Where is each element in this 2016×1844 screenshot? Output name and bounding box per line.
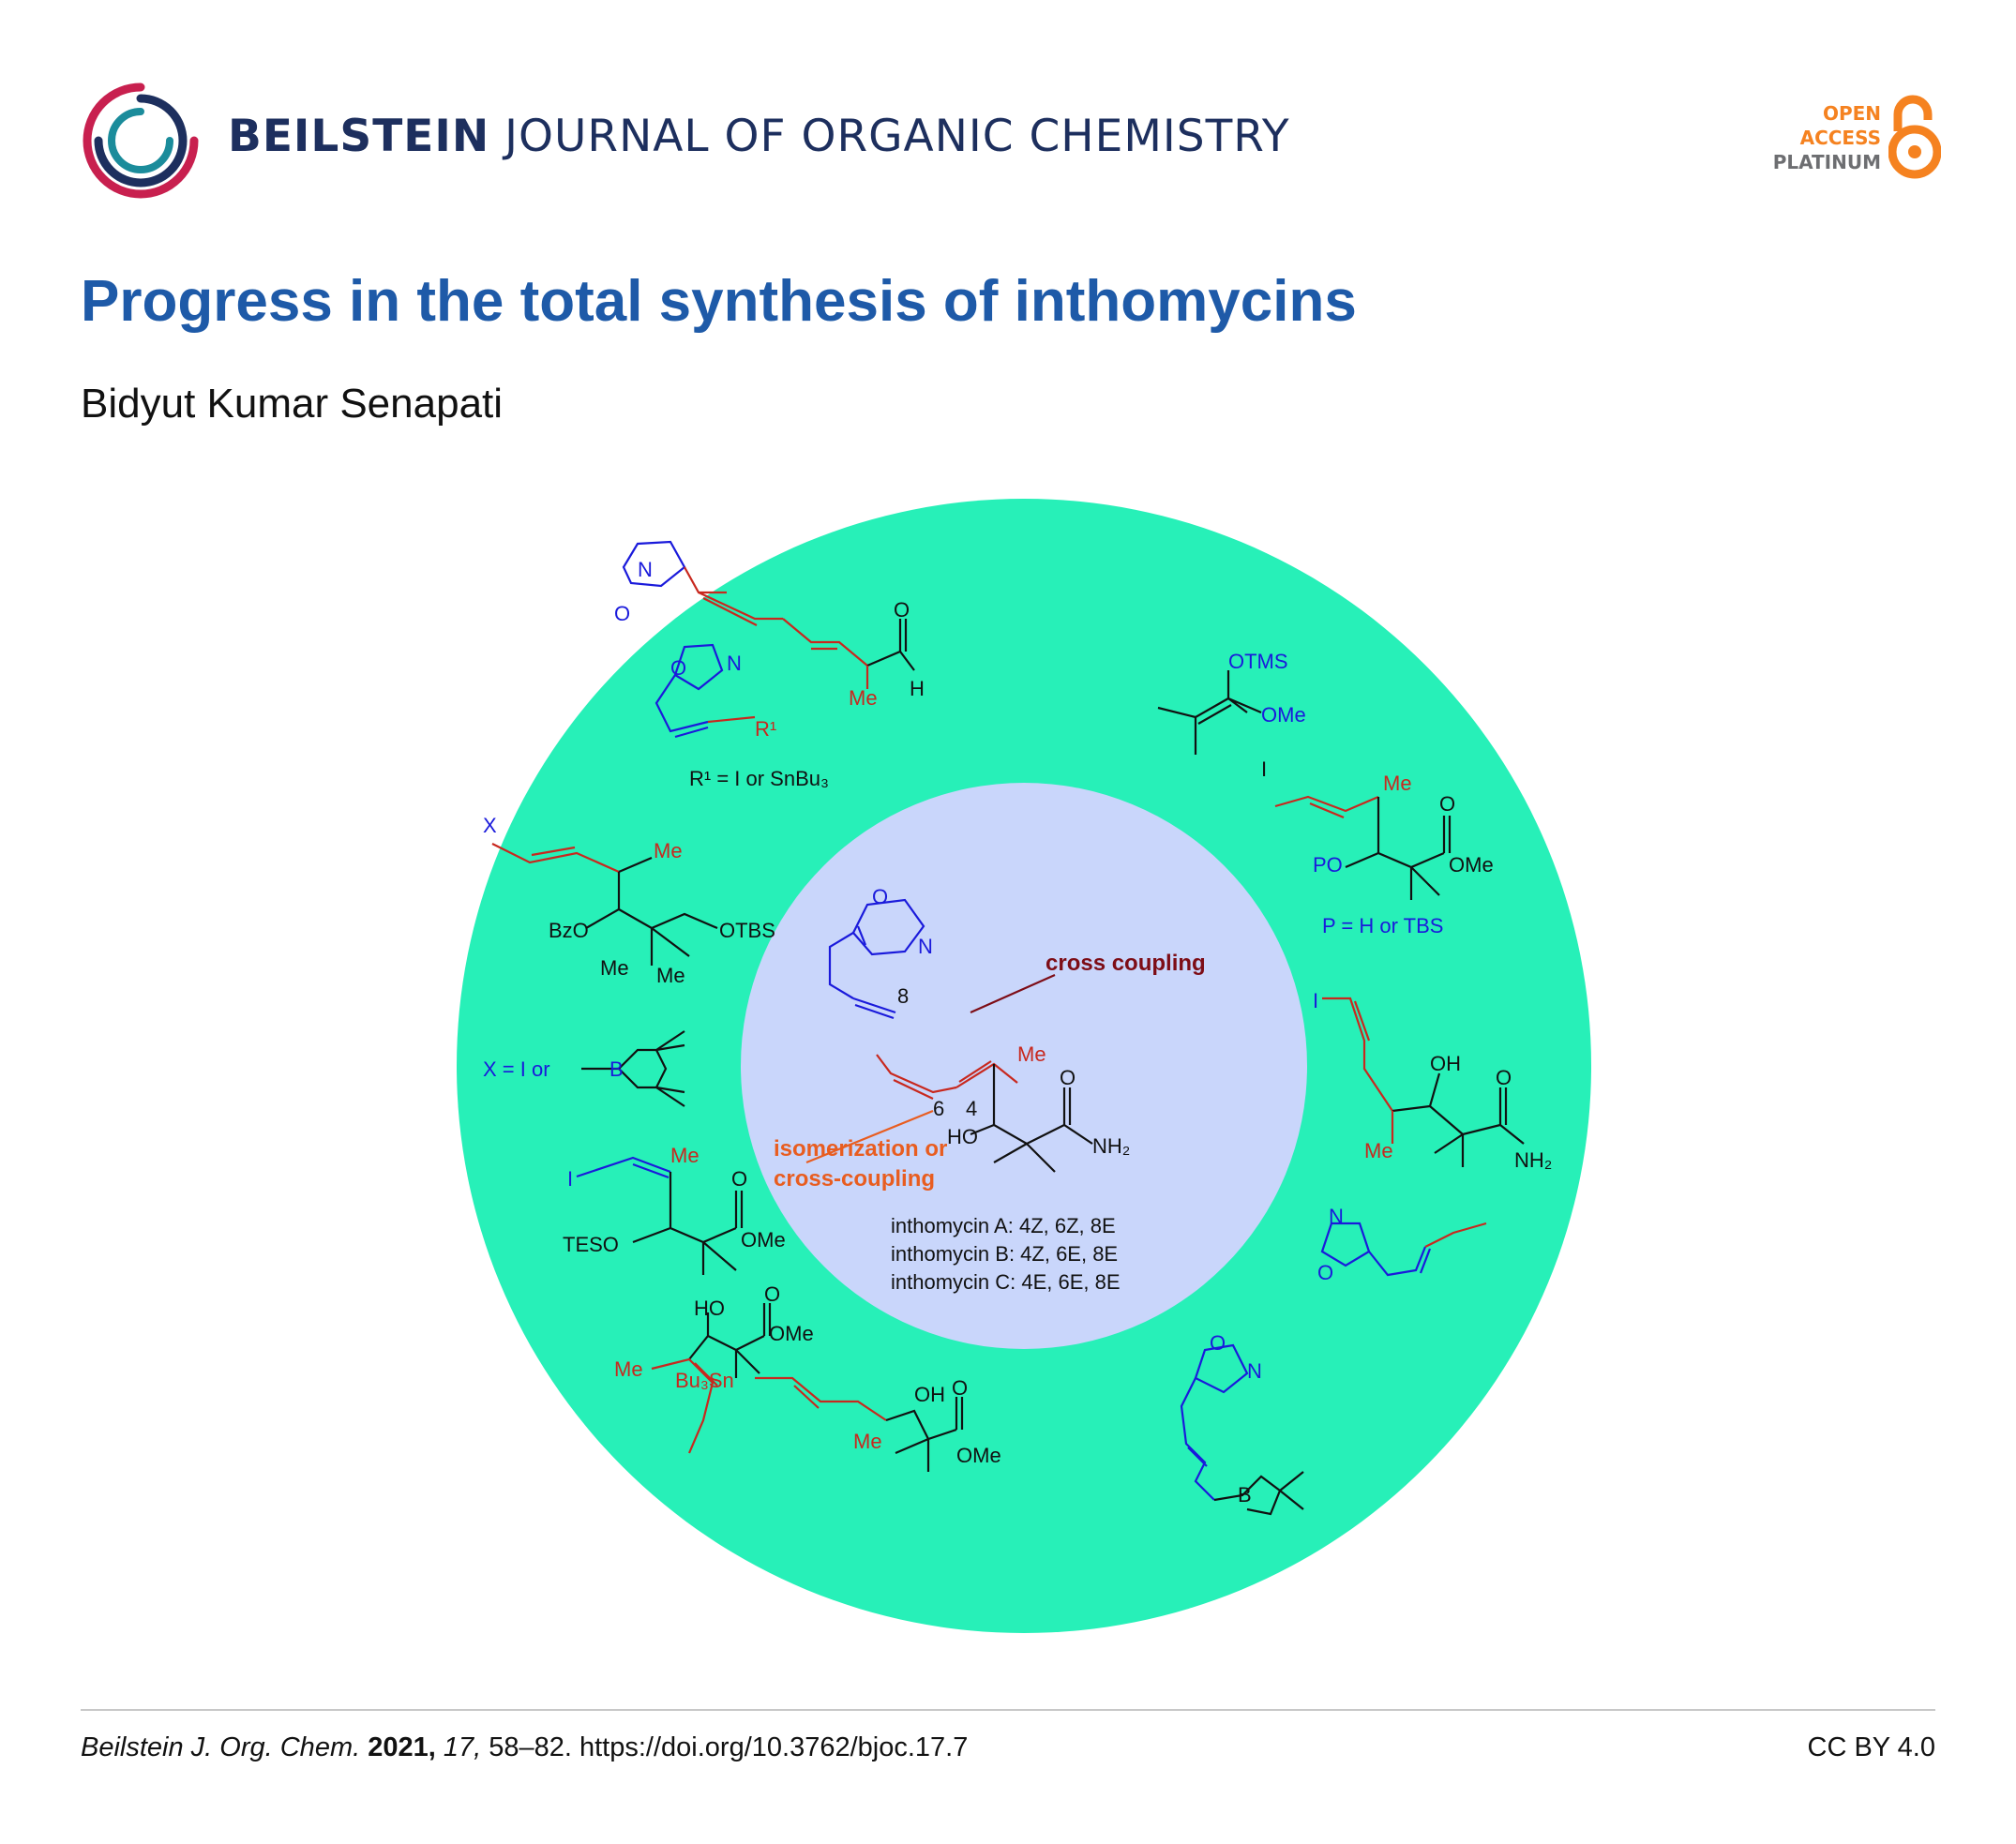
fragment-top-aldehyde [622, 540, 915, 689]
cross-coupling-label: cross coupling [1046, 951, 1206, 976]
svg-text:OMe: OMe [741, 1228, 786, 1252]
fragment-left-teso [576, 1156, 744, 1275]
svg-text:BzO: BzO [549, 919, 589, 942]
svg-text:Me: Me [1383, 772, 1412, 795]
svg-text:Me: Me [849, 686, 878, 710]
svg-text:O: O [872, 885, 888, 908]
svg-text:X: X [483, 814, 497, 837]
svg-text:N: N [727, 652, 742, 675]
inthomycin-c: inthomycin C: 4E, 6E, 8E [891, 1270, 1121, 1294]
svg-text:Me: Me [1364, 1139, 1393, 1162]
svg-text:Bu₃Sn: Bu₃Sn [675, 1369, 734, 1392]
svg-text:Me: Me [670, 1144, 700, 1167]
svg-text:I: I [1261, 757, 1267, 781]
svg-text:6: 6 [933, 1097, 944, 1120]
oa-access-label: ACCESS [1799, 127, 1881, 149]
fragment-bottom-stannane [755, 1376, 964, 1472]
svg-text:Me: Me [656, 964, 685, 987]
svg-text:Me: Me [654, 839, 683, 862]
svg-text:8: 8 [897, 984, 909, 1008]
x-definition: X = I or [483, 1057, 550, 1081]
svg-text:OTMS: OTMS [1228, 650, 1288, 673]
inthomycin-b: inthomycin B: 4Z, 6E, 8E [891, 1242, 1118, 1266]
r1-definition: R¹ = I or SnBu₃ [689, 767, 829, 790]
fragment-top-left [654, 643, 756, 739]
svg-text:O: O [731, 1167, 747, 1191]
fragment-right-ester [1274, 795, 1452, 900]
svg-text:O: O [1060, 1066, 1076, 1089]
oa-platinum-label: PLATINUM [1772, 151, 1881, 173]
svg-text:PO: PO [1313, 853, 1343, 877]
article-title: Progress in the total synthesis of intho… [81, 269, 1357, 334]
svg-text:I: I [1313, 989, 1318, 1012]
center-molecule: O N 8 Me 4 6 O NH₂ HO [805, 885, 1130, 1173]
svg-text:OTBS: OTBS [719, 919, 775, 942]
svg-text:O: O [1317, 1261, 1333, 1284]
citation: Beilstein J. Org. Chem. 2021, 17, 58–82.… [81, 1732, 969, 1762]
svg-text:O: O [894, 598, 910, 622]
svg-text:N: N [638, 558, 653, 581]
fragment-bottom-left-alkyne [651, 1303, 772, 1454]
fragment-left-x [491, 843, 718, 966]
graphical-abstract: O N 8 Me 4 6 O NH₂ HO cross coupling iso… [457, 499, 1591, 1633]
svg-text:OMe: OMe [1449, 853, 1494, 877]
journal-name: BEILSTEIN JOURNAL OF ORGANIC CHEMISTRY [228, 111, 1290, 162]
inthomycin-a: inthomycin A: 4Z, 6Z, 8E [891, 1214, 1116, 1237]
svg-text:OMe: OMe [1261, 703, 1306, 727]
svg-text:OH: OH [914, 1383, 945, 1406]
svg-text:NH₂: NH₂ [1092, 1134, 1130, 1158]
svg-text:O: O [670, 656, 686, 680]
svg-text:Me: Me [853, 1430, 882, 1453]
beilstein-logo-icon [83, 82, 199, 199]
svg-text:O: O [1496, 1066, 1512, 1089]
svg-text:O: O [764, 1282, 780, 1306]
svg-text:N: N [918, 935, 933, 958]
svg-text:O: O [952, 1376, 968, 1400]
svg-text:4: 4 [966, 1097, 977, 1120]
svg-text:Me: Me [600, 956, 629, 980]
inner-circle [741, 783, 1307, 1349]
svg-text:R¹: R¹ [755, 717, 776, 741]
fragment-right-amide [1322, 997, 1525, 1167]
isomerization-label-2: cross-coupling [774, 1166, 935, 1192]
fragment-right-enyne [1320, 1222, 1487, 1277]
svg-text:Me: Me [1017, 1042, 1046, 1066]
license-label: CC BY 4.0 [1807, 1732, 1935, 1762]
open-access-badge: OPEN ACCESS PLATINUM [1753, 94, 1941, 183]
footer-divider [81, 1709, 1935, 1711]
svg-text:O: O [1210, 1331, 1226, 1355]
svg-text:H: H [910, 677, 925, 700]
fragment-top-right [1157, 670, 1262, 755]
p-definition: P = H or TBS [1322, 914, 1443, 937]
svg-text:OMe: OMe [769, 1322, 814, 1345]
svg-text:Me: Me [614, 1357, 643, 1381]
article-author: Bidyut Kumar Senapati [81, 381, 504, 427]
svg-text:OMe: OMe [956, 1444, 1001, 1467]
svg-text:B: B [609, 1057, 624, 1081]
fragment-bottom-right-boronate [1180, 1343, 1304, 1516]
journal-header: BEILSTEIN JOURNAL OF ORGANIC CHEMISTRY O… [0, 0, 2016, 225]
svg-text:B: B [1238, 1483, 1252, 1507]
svg-text:TESO: TESO [563, 1233, 619, 1256]
svg-text:I: I [567, 1167, 573, 1191]
svg-text:N: N [1247, 1359, 1262, 1383]
svg-text:N: N [1329, 1205, 1344, 1228]
svg-text:NH₂: NH₂ [1514, 1148, 1552, 1172]
svg-text:HO: HO [694, 1297, 725, 1320]
svg-text:O: O [614, 602, 630, 625]
svg-text:HO: HO [947, 1125, 978, 1148]
svg-text:OH: OH [1430, 1052, 1461, 1075]
svg-text:O: O [1439, 792, 1455, 816]
fragment-left-boronate [581, 1030, 685, 1107]
oa-open-label: OPEN [1822, 102, 1881, 125]
isomerization-label-1: isomerization or [774, 1136, 947, 1162]
open-lock-icon [1888, 95, 1941, 179]
